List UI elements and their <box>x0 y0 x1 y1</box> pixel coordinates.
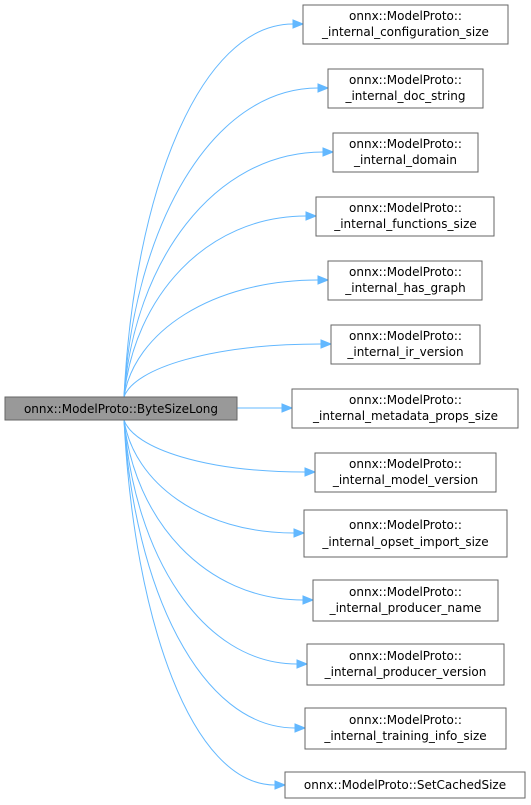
callee-node-model-version[interactable]: onnx::ModelProto:: _internal_model_versi… <box>314 452 497 493</box>
call-edge <box>123 23 294 398</box>
call-edges <box>123 19 335 790</box>
callee-label-line2: _internal_training_info_size <box>323 729 486 743</box>
arrowhead <box>317 83 330 93</box>
callee-label-line1: onnx::ModelProto:: <box>349 457 462 471</box>
callee-node-producer-name[interactable]: onnx::ModelProto:: _internal_producer_na… <box>312 579 499 622</box>
arrowhead <box>296 659 309 669</box>
callee-label-line1: onnx::ModelProto:: <box>349 73 462 87</box>
callee-label-line2: _internal_configuration_size <box>321 25 489 39</box>
callee-label-line2: _internal_producer_version <box>324 665 487 679</box>
callee-node-doc-string[interactable]: onnx::ModelProto:: _internal_doc_string <box>327 68 484 109</box>
call-edge <box>123 419 304 601</box>
callee-node-ir-version[interactable]: onnx::ModelProto:: _internal_ir_version <box>330 324 481 365</box>
callee-label-line1: onnx::ModelProto:: <box>349 137 462 151</box>
arrowhead <box>281 403 294 413</box>
callee-label-line1: onnx::ModelProto:: <box>349 265 462 279</box>
callee-label-line2: _internal_domain <box>353 153 457 167</box>
callee-node-opset-import-size[interactable]: onnx::ModelProto:: _internal_opset_impor… <box>303 509 508 558</box>
callee-node-producer-version[interactable]: onnx::ModelProto:: _internal_producer_ve… <box>306 643 505 686</box>
callee-label-line2: _internal_opset_import_size <box>321 535 488 549</box>
callee-node-training-info-size[interactable]: onnx::ModelProto:: _internal_training_in… <box>304 707 507 750</box>
arrowhead <box>304 467 317 477</box>
callee-label-line2: _internal_metadata_props_size <box>312 409 498 423</box>
callee-label-line1: onnx::ModelProto:: <box>349 201 462 215</box>
arrowhead <box>294 723 307 733</box>
call-edge <box>123 419 298 665</box>
call-edge <box>123 419 306 473</box>
callee-label-line2: _internal_model_version <box>332 473 478 487</box>
call-edge <box>123 215 307 398</box>
arrowhead <box>320 339 333 349</box>
callee-label-line1: onnx::ModelProto:: <box>349 518 462 532</box>
call-edge <box>123 87 319 398</box>
callee-node-configuration-size[interactable]: onnx::ModelProto:: _internal_configurati… <box>302 4 509 45</box>
callee-node-set-cached-size[interactable]: onnx::ModelProto::SetCachedSize <box>284 771 526 799</box>
callee-label-line2: _internal_has_graph <box>344 281 465 295</box>
callee-node-functions-size[interactable]: onnx::ModelProto:: _internal_functions_s… <box>315 196 495 237</box>
callee-label-line2: _internal_functions_size <box>333 217 477 231</box>
arrowhead <box>302 595 315 605</box>
callee-label-line1: onnx::ModelProto:: <box>349 393 462 407</box>
call-edge <box>123 419 296 729</box>
arrowhead <box>274 780 287 790</box>
call-edge <box>123 419 276 786</box>
callee-label-line1: onnx::ModelProto:: <box>349 649 462 663</box>
root-node[interactable]: onnx::ModelProto::ByteSizeLong <box>4 396 238 421</box>
callee-node-domain[interactable]: onnx::ModelProto:: _internal_domain <box>332 132 479 173</box>
callee-label-line1: onnx::ModelProto:: <box>349 585 462 599</box>
arrowhead <box>305 211 318 221</box>
call-edge <box>123 151 324 398</box>
call-edge <box>123 279 319 398</box>
call-edge <box>123 419 295 534</box>
arrowhead <box>317 275 330 285</box>
callee-label-line1: onnx::ModelProto:: <box>349 9 462 23</box>
call-edge <box>123 343 322 398</box>
callee-label-line1: onnx::ModelProto:: <box>349 713 462 727</box>
callee-node-has-graph[interactable]: onnx::ModelProto:: _internal_has_graph <box>327 260 483 301</box>
arrowhead <box>292 19 305 29</box>
arrowhead <box>293 528 306 538</box>
callee-node-metadata-props-size[interactable]: onnx::ModelProto:: _internal_metadata_pr… <box>291 388 519 429</box>
callee-label-line1: onnx::ModelProto:: <box>349 329 462 343</box>
callee-label-line2: _internal_doc_string <box>344 89 465 103</box>
callee-label-line2: _internal_producer_name <box>329 601 482 615</box>
callee-label-line2: _internal_ir_version <box>346 345 463 359</box>
arrowhead <box>322 147 335 157</box>
callee-label-line1: onnx::ModelProto::SetCachedSize <box>304 778 506 792</box>
root-node-label: onnx::ModelProto::ByteSizeLong <box>24 402 218 416</box>
